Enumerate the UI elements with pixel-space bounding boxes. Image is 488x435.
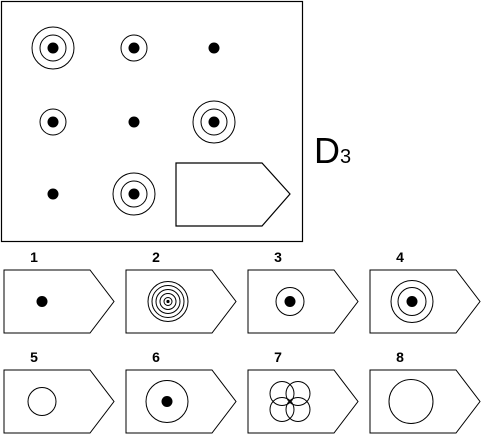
puzzle-code-number: 3 [340, 146, 351, 168]
option-5-label: 5 [30, 349, 38, 365]
option-1[interactable]: 1 [3, 249, 115, 334]
ring [147, 281, 189, 322]
puzzle-code: D3 [314, 130, 351, 171]
option-2[interactable]: 2 [125, 249, 237, 334]
option-frame [369, 269, 481, 334]
dot [208, 116, 220, 128]
matrix-cell-r2c1 [39, 108, 67, 136]
ring [151, 285, 185, 318]
option-8[interactable]: 8 [369, 349, 481, 434]
ring [159, 293, 177, 310]
ring [192, 100, 236, 144]
option-5[interactable]: 5 [3, 349, 115, 434]
option-3-label: 3 [274, 249, 282, 265]
option-4[interactable]: 4 [369, 249, 481, 334]
ring [112, 172, 156, 216]
option-frame [125, 269, 237, 334]
option-7[interactable]: 7 [247, 349, 359, 434]
option-1-label: 1 [30, 249, 38, 265]
dot [406, 296, 418, 307]
dot [47, 42, 59, 54]
option-8-label: 8 [396, 349, 404, 365]
circle [388, 379, 434, 424]
dot [208, 42, 220, 54]
option-6[interactable]: 6 [125, 349, 237, 434]
dot [166, 299, 170, 304]
ring [200, 108, 228, 136]
dot [161, 396, 173, 407]
ring [39, 34, 67, 62]
circle [27, 387, 57, 416]
dot [36, 296, 48, 307]
answer-options: 1 2 3 4 5 6 7 8 [3, 249, 481, 434]
matrix-cell-r1c1 [31, 26, 75, 70]
option-frame [369, 369, 481, 434]
matrix-cell-r3c2 [112, 172, 156, 216]
dot [47, 116, 59, 128]
option-frame [247, 269, 359, 334]
option-2-label: 2 [152, 249, 160, 265]
option-3[interactable]: 3 [247, 249, 359, 334]
matrix-cell-r2c2 [128, 116, 140, 128]
ring [120, 180, 148, 208]
option-frame [3, 369, 115, 434]
matrix-cell-r3c1 [47, 188, 59, 200]
dot [128, 116, 140, 128]
ring [120, 34, 148, 62]
ring [39, 108, 67, 136]
ring [397, 287, 427, 316]
matrix-cell-r2c3 [192, 100, 236, 144]
ring [155, 289, 181, 314]
option-4-label: 4 [396, 249, 404, 265]
option-6-label: 6 [152, 349, 160, 365]
ring [390, 280, 434, 323]
puzzle-code-letter: D [314, 130, 340, 171]
dot [128, 42, 140, 54]
circle [269, 397, 295, 422]
missing-cell-placeholder [175, 162, 291, 227]
matrix-cell-r1c3 [208, 42, 220, 54]
dot [47, 188, 59, 200]
dot [284, 296, 296, 307]
matrix-cells [31, 26, 236, 216]
option-frame [247, 369, 359, 434]
option-frame [3, 269, 115, 334]
dot [128, 188, 140, 200]
circle [269, 381, 295, 406]
circle [285, 381, 311, 406]
ring [145, 380, 189, 423]
circle [285, 397, 311, 422]
matrix-cell-r1c2 [120, 34, 148, 62]
option-7-label: 7 [274, 349, 282, 365]
matrix-frame [0, 0, 304, 243]
ring [163, 297, 173, 306]
option-frame [125, 369, 237, 434]
ring [31, 26, 75, 70]
ring [275, 287, 305, 316]
